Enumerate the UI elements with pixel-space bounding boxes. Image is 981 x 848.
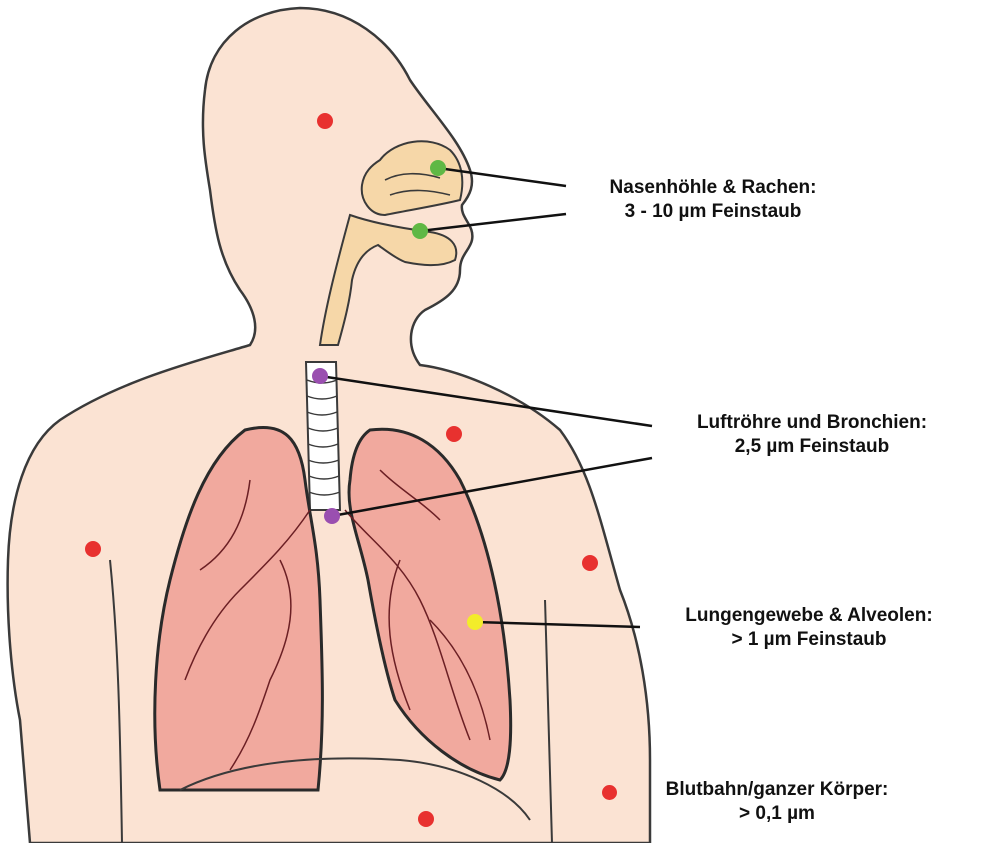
- marker-nose-upper: [430, 160, 446, 176]
- marker-blood-head: [317, 113, 333, 129]
- label-nose-throat-line2: 3 - 10 µm Feinstaub: [566, 200, 860, 224]
- label-trachea-bronchi-line2: 2,5 µm Feinstaub: [652, 435, 972, 459]
- label-lung-alveoli: Lungengewebe & Alveolen: > 1 µm Feinstau…: [644, 604, 974, 652]
- label-bloodstream-line1: Blutbahn/ganzer Körper:: [622, 778, 932, 802]
- marker-trachea: [312, 368, 328, 384]
- label-trachea-bronchi: Luftröhre und Bronchien: 2,5 µm Feinstau…: [652, 411, 972, 459]
- label-nose-throat: Nasenhöhle & Rachen: 3 - 10 µm Feinstaub: [566, 176, 860, 224]
- marker-bronchi: [324, 508, 340, 524]
- label-lung-alveoli-line2: > 1 µm Feinstaub: [644, 628, 974, 652]
- legend-bloodstream-dot: [602, 785, 617, 800]
- marker-blood-abdomen: [418, 811, 434, 827]
- label-bloodstream: Blutbahn/ganzer Körper: > 0,1 µm: [622, 778, 932, 826]
- label-trachea-bronchi-line1: Luftröhre und Bronchien:: [652, 411, 972, 435]
- marker-blood-shoulder: [446, 426, 462, 442]
- marker-blood-arm-right: [582, 555, 598, 571]
- trachea: [306, 362, 340, 510]
- marker-nose-lower: [412, 223, 428, 239]
- label-nose-throat-line1: Nasenhöhle & Rachen:: [566, 176, 860, 200]
- label-bloodstream-line2: > 0,1 µm: [622, 802, 932, 826]
- marker-alveoli: [467, 614, 483, 630]
- marker-blood-arm-left: [85, 541, 101, 557]
- label-lung-alveoli-line1: Lungengewebe & Alveolen:: [644, 604, 974, 628]
